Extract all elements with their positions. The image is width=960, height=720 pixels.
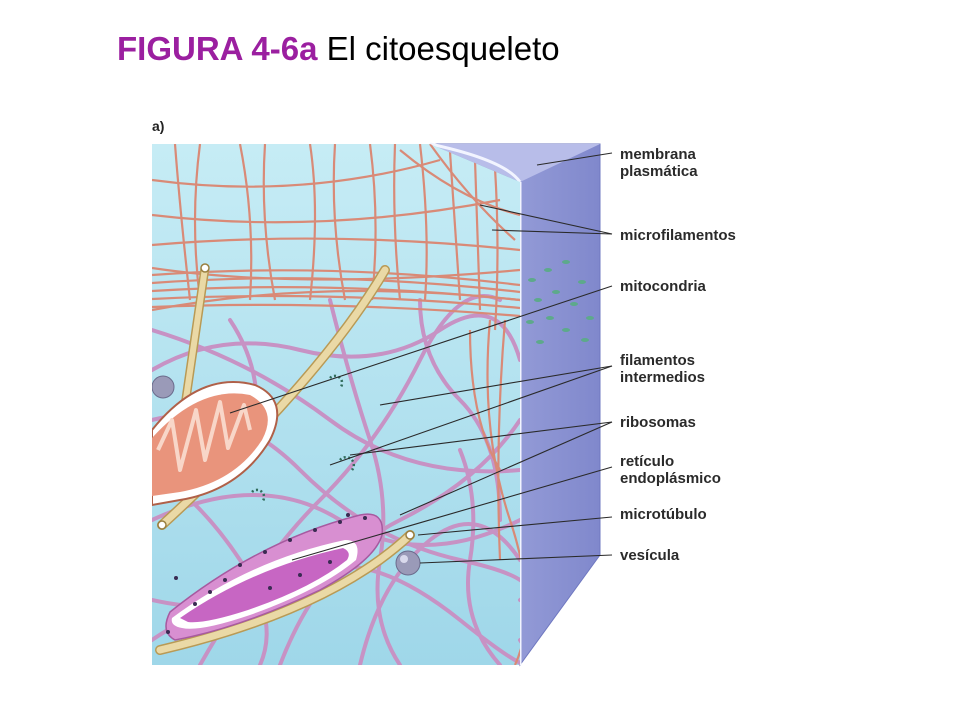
endoplasmic-reticulum — [165, 513, 384, 641]
figure-title: FIGURA 4-6a El citoesqueleto — [117, 30, 560, 68]
label-endoplasmic-reticulum: retículo endoplásmico — [620, 453, 721, 487]
leader-lines — [229, 152, 613, 564]
figure-number: FIGURA 4-6a — [117, 30, 318, 67]
free-ribosomes — [251, 374, 356, 503]
label-plasma-membrane: membrana plasmática — [620, 146, 698, 180]
label-vesicle: vesícula — [620, 547, 680, 564]
vesicle — [395, 550, 421, 576]
cytoplasm — [152, 144, 520, 665]
vesicle-2 — [152, 375, 175, 399]
label-mitochondrion: mitocondria — [620, 278, 706, 295]
panel-letter: a) — [152, 118, 165, 134]
membrane-mitochondria-dots — [508, 260, 594, 346]
label-ribosomes: ribosomas — [620, 414, 696, 431]
label-microtubule: microtúbulo — [620, 506, 707, 523]
mitochondrion — [152, 381, 279, 507]
label-intermediate-filaments: filamentos intermedios — [620, 352, 706, 386]
figure-caption: El citoesqueleto — [326, 30, 560, 67]
label-microfilaments: microfilamentos — [620, 227, 736, 244]
ribosome-dots — [166, 513, 367, 634]
